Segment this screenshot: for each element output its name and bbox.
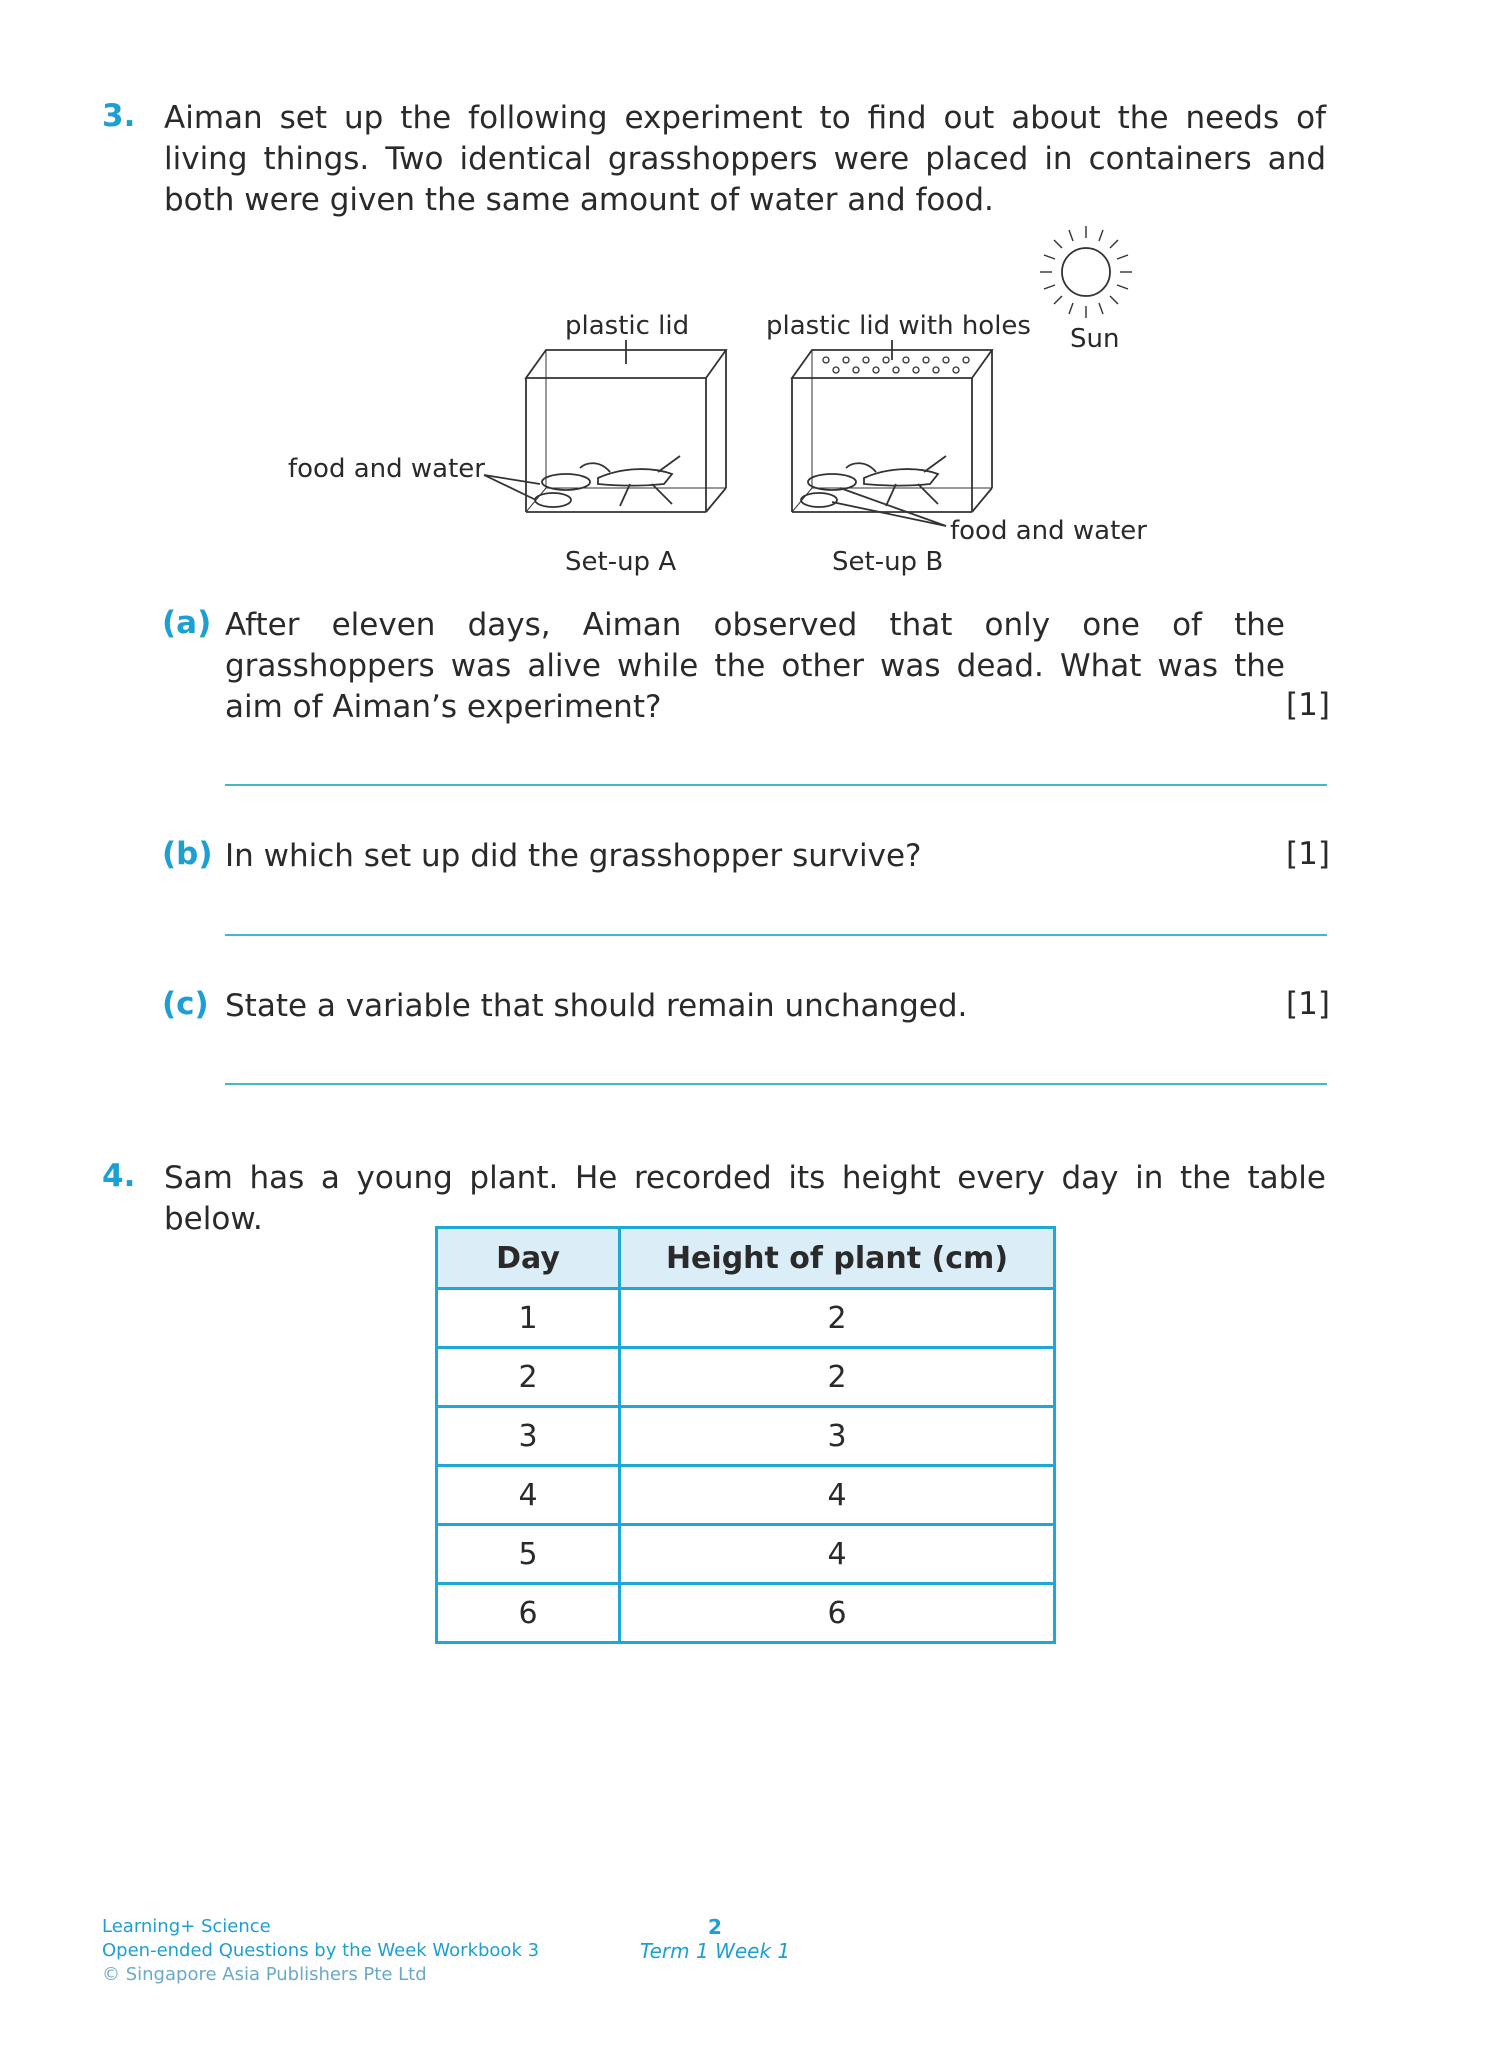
experiment-diagram-svg <box>483 226 1132 527</box>
day-cell: 1 <box>435 1287 621 1349</box>
part-a-text: After eleven days, Aiman observed that o… <box>225 607 1285 725</box>
day-cell: 6 <box>435 1582 621 1644</box>
part-b-mark: [1] <box>1286 836 1330 872</box>
footer-book-title: Open-ended Questions by the Week Workboo… <box>102 1940 540 1961</box>
day-cell: 5 <box>435 1523 621 1585</box>
label-sun: Sun <box>1070 324 1120 354</box>
term-week: Term 1 Week 1 <box>639 1939 791 1963</box>
experiment-diagram <box>280 210 1180 590</box>
answer-line-a[interactable] <box>225 784 1327 786</box>
footer-page-info: 2 Term 1 Week 1 <box>600 1915 830 1963</box>
label-plastic-lid: plastic lid <box>565 311 690 341</box>
page-number: 2 <box>708 1915 722 1939</box>
part-c-label: (c) <box>162 986 209 1022</box>
part-b-label: (b) <box>162 836 213 872</box>
answer-line-c[interactable] <box>225 1083 1327 1085</box>
day-cell: 4 <box>435 1464 621 1526</box>
footer-series: Learning+ Science <box>102 1916 271 1937</box>
part-a-label: (a) <box>162 605 212 641</box>
height-cell: 2 <box>618 1346 1056 1408</box>
label-setup-b: Set-up B <box>832 547 944 577</box>
label-plastic-lid-with-holes: plastic lid with holes <box>766 311 1031 341</box>
height-cell: 4 <box>618 1523 1056 1585</box>
label-food-and-water-a: food and water <box>288 454 485 484</box>
question-4-text: Sam has a young plant. He recorded its h… <box>164 1160 1326 1237</box>
day-cell: 3 <box>435 1405 621 1467</box>
height-cell: 3 <box>618 1405 1056 1467</box>
label-setup-a: Set-up A <box>565 547 677 577</box>
footer-publisher-info: Learning+ Science Open-ended Questions b… <box>102 1915 539 1987</box>
height-cell: 4 <box>618 1464 1056 1526</box>
label-food-and-water-b: food and water <box>950 516 1147 546</box>
footer-copyright: © Singapore Asia Publishers Pte Ltd <box>102 1964 427 1985</box>
day-cell: 2 <box>435 1346 621 1408</box>
part-c-text: State a variable that should remain unch… <box>225 988 968 1024</box>
answer-line-b[interactable] <box>225 934 1327 936</box>
part-b-text: In which set up did the grasshopper surv… <box>225 838 922 874</box>
height-cell: 6 <box>618 1582 1056 1644</box>
question-3-number: 3. <box>102 98 136 134</box>
part-a-mark: [1] <box>1286 687 1330 723</box>
table-header-day: Day <box>435 1226 621 1290</box>
height-cell: 2 <box>618 1287 1056 1349</box>
part-c-mark: [1] <box>1286 986 1330 1022</box>
table-header-height: Height of plant (cm) <box>618 1226 1056 1290</box>
question-4-number: 4. <box>102 1158 136 1194</box>
question-3-text: Aiman set up the following experiment to… <box>164 100 1326 218</box>
